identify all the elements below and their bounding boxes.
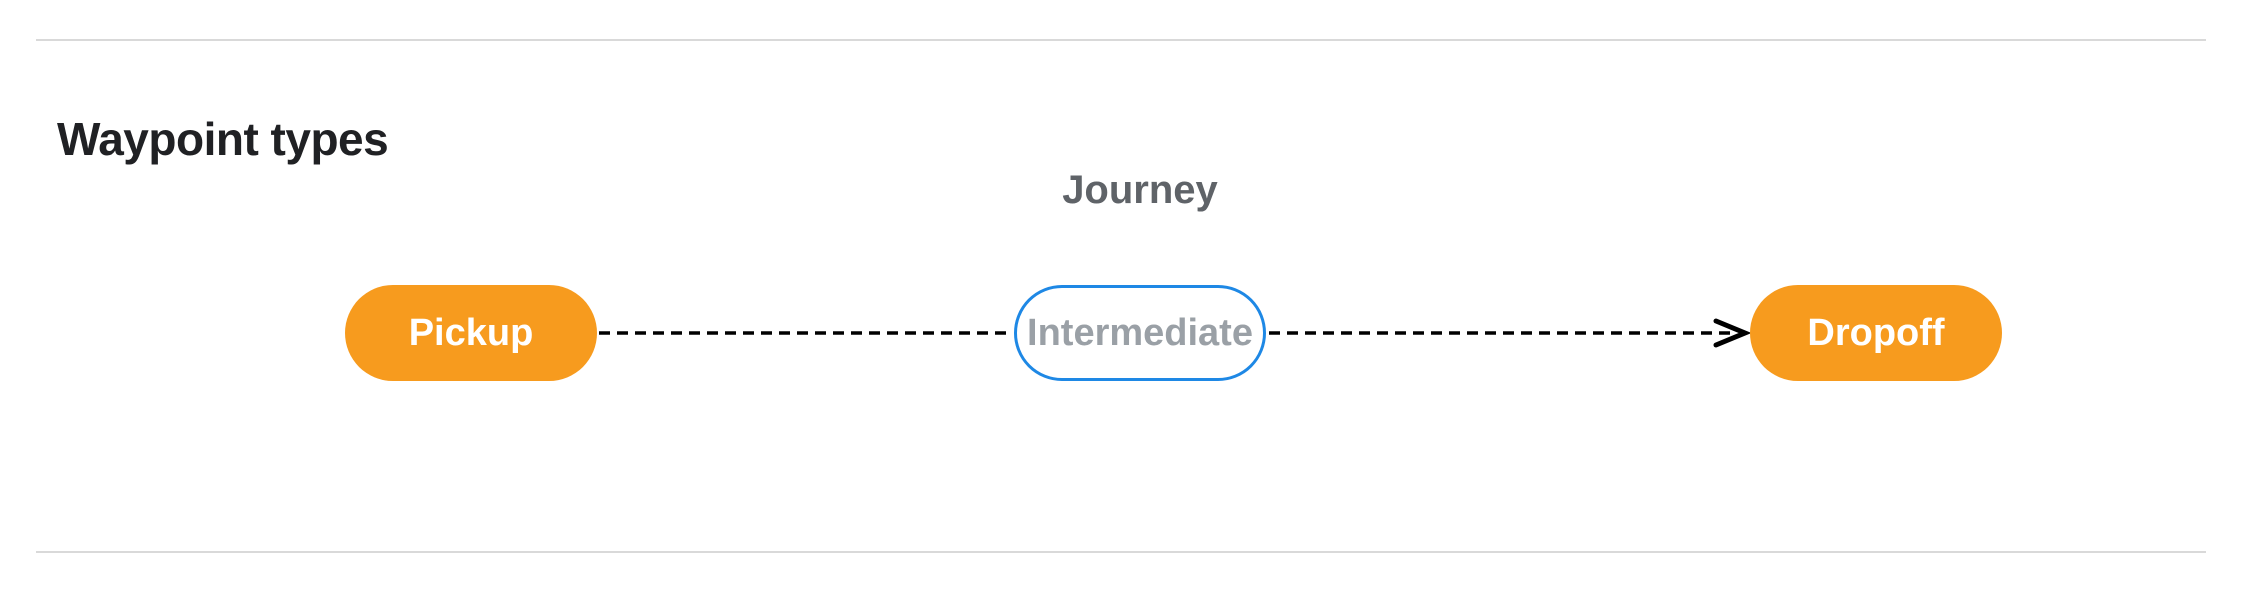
journey-group-label: Journey: [1062, 168, 1218, 212]
node-pickup: Pickup: [345, 285, 597, 381]
top-divider: [36, 39, 2206, 41]
node-dropoff-label: Dropoff: [1807, 311, 1945, 354]
section-title: Waypoint types: [57, 113, 389, 165]
node-intermediate-label: Intermediate: [1027, 311, 1253, 354]
node-intermediate: Intermediate: [1014, 285, 1266, 381]
bottom-divider: [36, 551, 2206, 553]
node-dropoff: Dropoff: [1750, 285, 2002, 381]
arrowhead-icon: [1713, 318, 1752, 348]
node-pickup-label: Pickup: [408, 311, 534, 354]
